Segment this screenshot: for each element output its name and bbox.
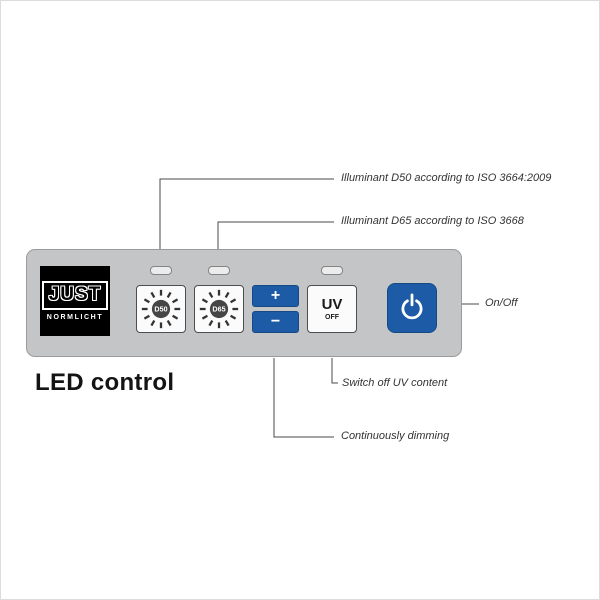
callout-label-d50: Illuminant D50 according to ISO 3664:200… (341, 172, 552, 184)
dim-minus-button[interactable]: − (252, 311, 299, 333)
brand-logo: JUST NORMLICHT (40, 266, 110, 336)
d50-indicator-led (150, 266, 172, 275)
minus-label: − (270, 313, 281, 330)
d50-button[interactable]: D50 (136, 285, 186, 333)
power-button[interactable] (387, 283, 437, 333)
uv-button-sublabel: OFF (325, 314, 339, 321)
d50-button-label: D50 (154, 306, 167, 314)
uv-button-label: UV (321, 296, 343, 313)
d65-button[interactable]: D65 (194, 285, 244, 333)
dimming-callout-line (273, 358, 334, 438)
uv-callout-line (331, 358, 338, 384)
brand-name: JUST (48, 284, 102, 305)
brand-subname: NORMLICHT (46, 314, 104, 321)
page-title: LED control (35, 369, 175, 396)
callout-label-d65: Illuminant D65 according to ISO 3668 (341, 215, 524, 227)
d50-sun-icon: D50 (141, 289, 181, 329)
d65-button-label: D65 (212, 306, 225, 314)
brand-logo-frame: JUST (41, 281, 109, 310)
uv-off-button[interactable]: UV OFF (307, 285, 357, 333)
uv-indicator-led (321, 266, 343, 275)
d65-sun-icon: D65 (199, 289, 239, 329)
control-panel: JUST NORMLICHT (26, 249, 462, 357)
callout-label-dimming: Continuously dimming (341, 430, 450, 442)
plus-label: + (270, 287, 281, 304)
dim-plus-button[interactable]: + (252, 285, 299, 307)
callout-label-onoff: On/Off (485, 297, 518, 309)
power-icon (401, 293, 423, 320)
callout-label-uv: Switch off UV content (342, 377, 448, 389)
d65-indicator-led (208, 266, 230, 275)
